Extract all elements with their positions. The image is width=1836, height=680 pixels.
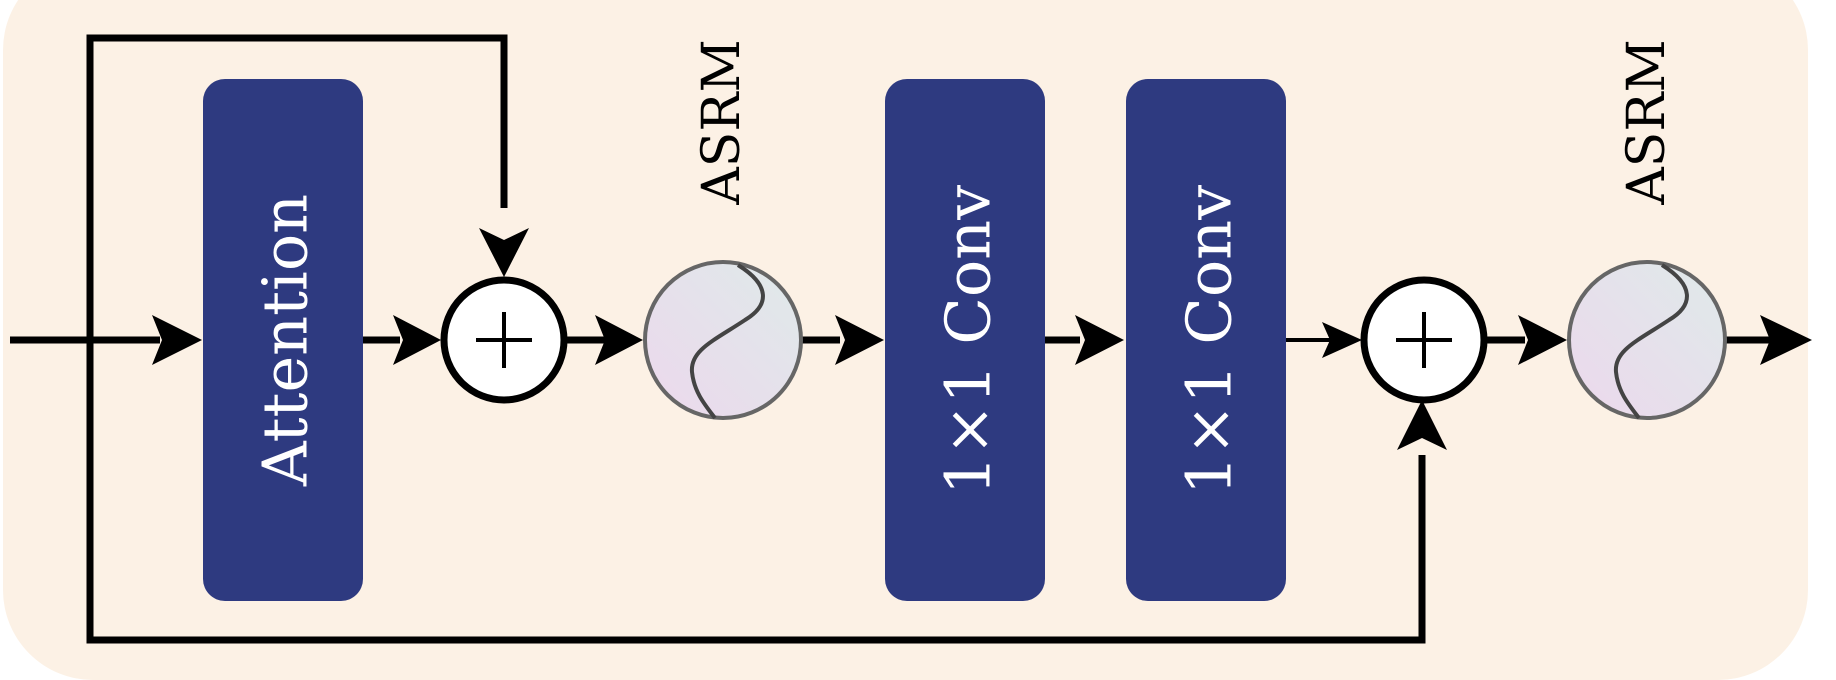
arrowhead-output	[1760, 315, 1812, 365]
asrm-node-2: ASRM	[1567, 39, 1727, 420]
conv2-label: 1×1 Conv	[1173, 185, 1246, 495]
skip-connection-bottom	[86, 340, 1426, 644]
asrm2-label: ASRM	[1617, 39, 1677, 206]
skip-connection-top	[86, 34, 508, 340]
arrowhead-to-asrm2	[1518, 315, 1567, 365]
arrowhead-to-asrm1	[595, 315, 643, 365]
arrowhead-skip-to-add1	[479, 228, 529, 277]
arrowhead-skip-to-add2	[1397, 400, 1447, 450]
asrm-curve-icon	[689, 263, 765, 420]
attention-block: Attention	[203, 79, 363, 601]
arrowhead-to-add1	[393, 315, 441, 365]
conv1-block: 1×1 Conv	[885, 79, 1045, 601]
asrm1-label: ASRM	[692, 39, 752, 206]
add-node-2	[1360, 276, 1488, 404]
arrowhead-to-add2	[1322, 322, 1362, 358]
asrm-curve-icon	[1613, 263, 1689, 420]
add-node-1	[440, 276, 568, 404]
arrowhead-to-attention	[152, 315, 202, 365]
conv2-block: 1×1 Conv	[1126, 79, 1286, 601]
arrowhead-to-conv2	[1075, 315, 1124, 365]
attention-label: Attention	[249, 194, 322, 487]
asrm-node-1: ASRM	[643, 39, 803, 420]
arrowhead-to-conv1	[835, 315, 884, 365]
conv1-label: 1×1 Conv	[932, 185, 1005, 495]
